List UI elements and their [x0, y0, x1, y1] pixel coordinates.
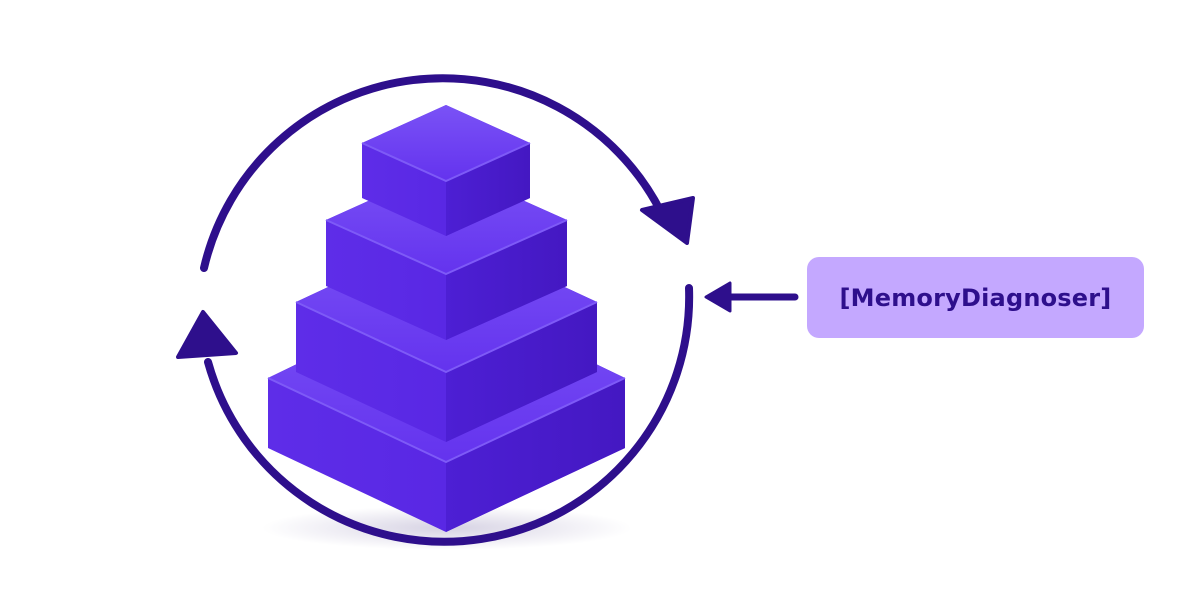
- cycle-arrowhead-left: [176, 310, 238, 359]
- memory-diagnoser-label-text: [MemoryDiagnoser]: [839, 283, 1112, 312]
- arrow-left-icon: [704, 281, 799, 313]
- cycle-arc-top: [200, 74, 665, 272]
- cycle-arc-bottom: [204, 284, 694, 546]
- stacked-blocks-pyramid-icon: [267, 105, 626, 532]
- cycle-arrowhead-right: [640, 196, 695, 245]
- refresh-cycle-arrows-icon: [200, 74, 694, 546]
- memory-diagnoser-label: [MemoryDiagnoser]: [807, 257, 1144, 338]
- pyramid-block-4: [361, 105, 531, 236]
